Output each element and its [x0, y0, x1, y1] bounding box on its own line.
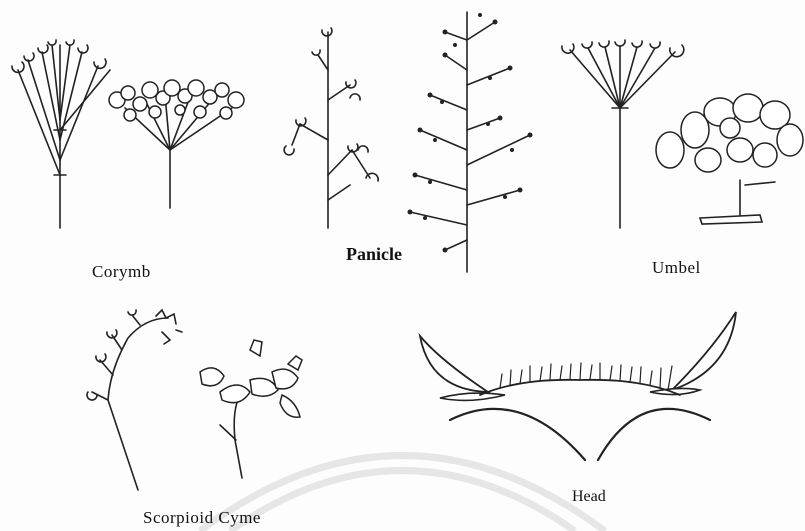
- panicle-drawing: [408, 12, 533, 272]
- umbel-drawing: [656, 94, 803, 224]
- head-drawing: [420, 312, 736, 460]
- panicle-label: Panicle: [346, 244, 402, 265]
- corymb-schematic: [12, 40, 110, 228]
- panicle-schematic: [284, 28, 378, 228]
- scorpioid-cyme-drawing: [200, 340, 302, 478]
- corymb-drawing: [109, 80, 244, 208]
- scorpioid-cyme-schematic: [87, 310, 182, 490]
- corymb-label: Corymb: [92, 262, 151, 282]
- head-label: Head: [572, 488, 606, 506]
- umbel-label: Umbel: [652, 258, 701, 278]
- scorpioid-cyme-label: Scorpioid Cyme: [143, 508, 261, 528]
